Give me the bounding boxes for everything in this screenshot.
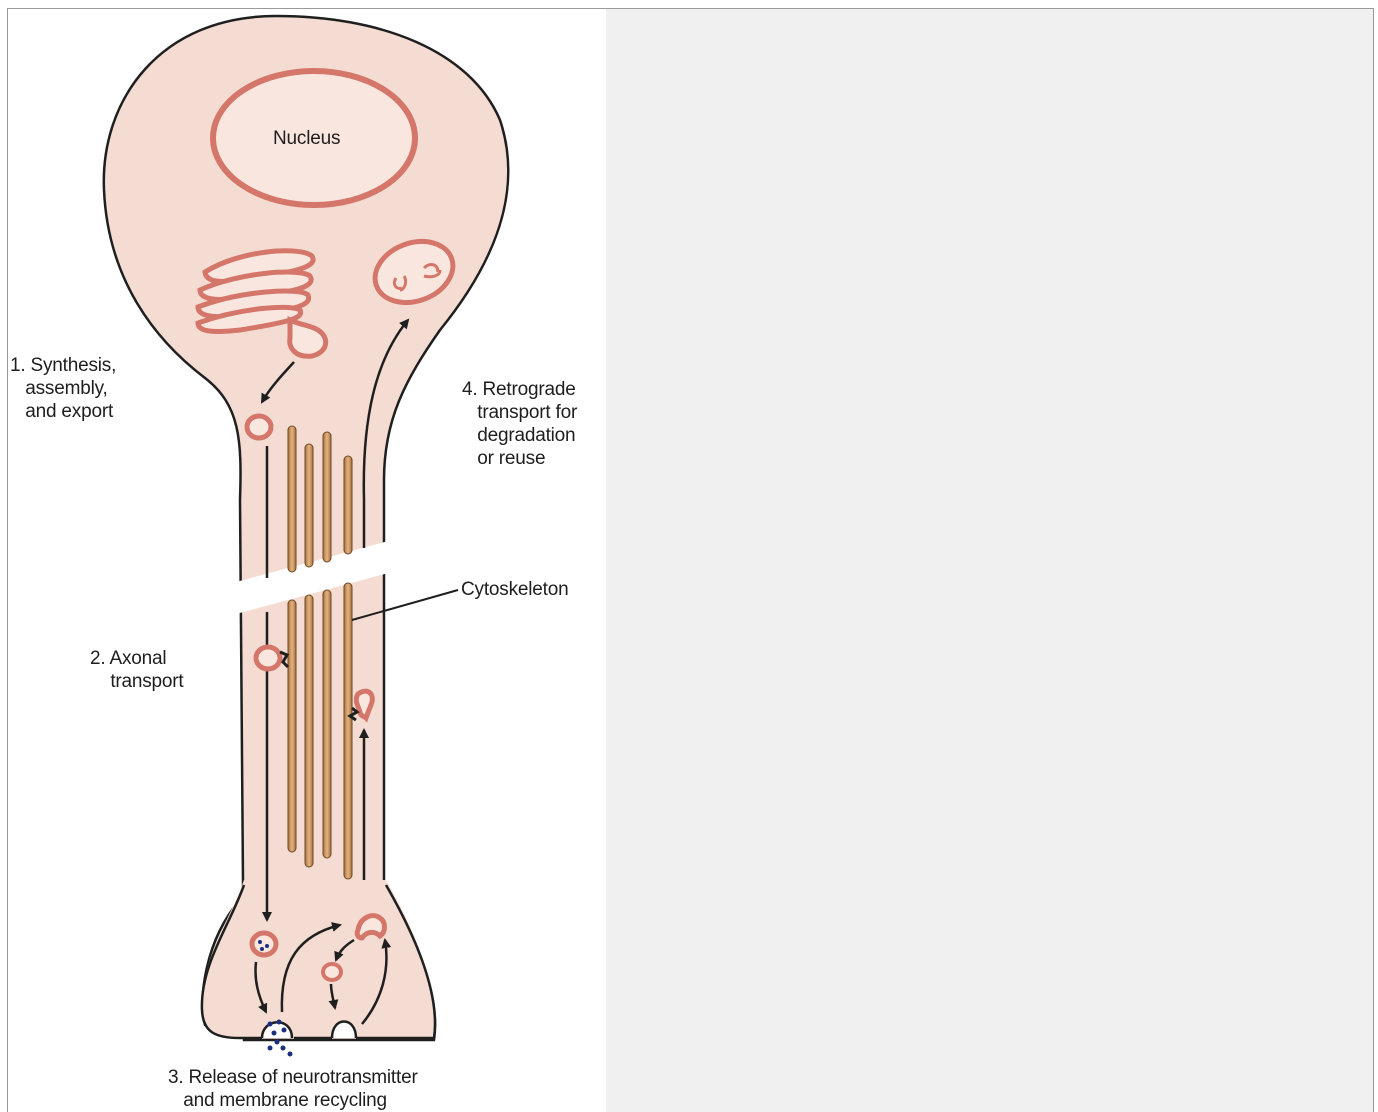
retrograde-vesicle bbox=[356, 691, 372, 718]
cytoskeleton-label: Cytoskeleton bbox=[461, 578, 568, 601]
anterograde-vesicle bbox=[256, 647, 280, 669]
exocytosis-site bbox=[262, 1020, 293, 1057]
synthesis-label: 1. Synthesis, assembly, and export bbox=[10, 354, 116, 423]
nucleus-label: Nucleus bbox=[273, 127, 340, 150]
synaptic-vesicle-filled bbox=[252, 933, 276, 955]
endosome bbox=[357, 916, 384, 938]
retrograde-label: 4. Retrograde transport for degradation … bbox=[462, 378, 577, 470]
release-label: 3. Release of neurotransmitter and membr… bbox=[168, 1066, 418, 1112]
axonal-transport-label: 2. Axonal transport bbox=[90, 647, 184, 693]
neuron-transport-diagram bbox=[0, 0, 606, 1112]
empty-pane bbox=[606, 9, 1373, 1112]
export-vesicle bbox=[247, 416, 271, 438]
recycled-vesicle bbox=[323, 964, 341, 980]
endocytosis-pit bbox=[332, 1022, 356, 1039]
